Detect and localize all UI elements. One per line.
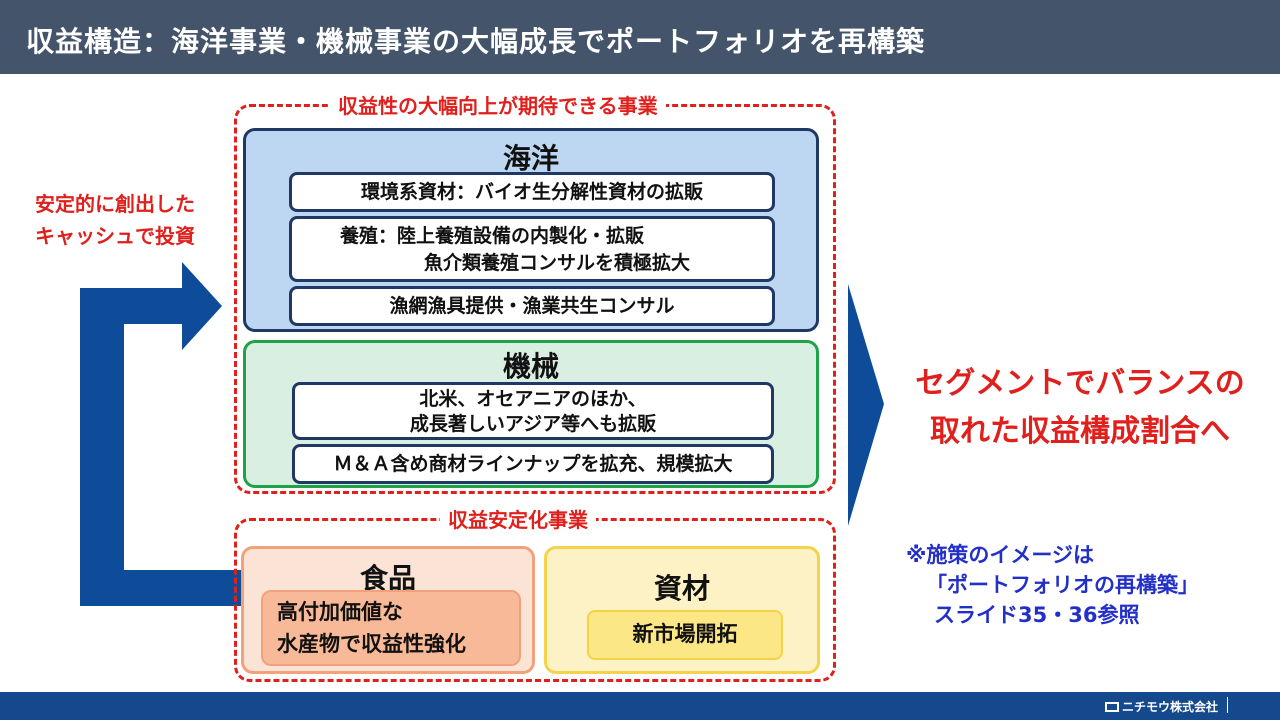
loop-arrow-head [182,262,222,350]
note-line3: スライド35・36参照 [934,603,1140,627]
page-title: 収益構造：海洋事業・機械事業の大幅成長でポートフォリオを再構築 [26,25,926,58]
investment-label: 安定的に創出した キャッシュで投資 [10,188,220,252]
growth-group-label: 収益性の大幅向上が期待できる事業 [330,90,666,119]
loop-arrow-bottom-bar [80,570,242,606]
stable-group-label: 収益安定化事業 [440,504,596,533]
investment-label-line1: 安定的に創出した [35,192,195,216]
result-line2: 取れた収益構成割合へ [930,414,1230,449]
footer-bar: ニチモウ株式会社 [0,692,1280,720]
marine-item-fishing-nets: 漁網漁具提供・漁業共生コンサル [289,286,775,326]
note-line2: 「ポートフォリオの再構築」 [926,573,1199,597]
food-item-line2: 水産物で収益性強化 [277,632,466,656]
food-item: 高付加価値な 水産物で収益性強化 [261,590,521,666]
note-line1: ※施策のイメージは [906,543,1094,567]
materials-item-text: 新市場開拓 [632,622,738,646]
company-name: ニチモウ株式会社 [1121,700,1218,714]
marine-item-aquaculture-line1: 養殖：陸上養殖設備の内製化・拡販 [340,225,645,247]
result-line1: セグメントでバランスの [915,366,1245,401]
marine-item-aquaculture: 養殖：陸上養殖設備の内製化・拡販 魚介類養殖コンサルを積極拡大 [289,216,775,282]
loop-arrow-vertical-bar [80,288,124,606]
machinery-item-export-line2: 成長著しいアジア等へも拡販 [409,413,657,435]
machinery-item-ma: Ｍ＆Ａ含め商材ラインナップを拡充、規模拡大 [292,444,774,484]
machinery-item-export-line1: 北米、オセアニアのほか、 [419,388,647,410]
materials-title: 資材 [653,572,710,605]
food-item-line1: 高付加価値な [277,600,403,624]
company-logo-icon [1104,702,1119,712]
machinery-item-export: 北米、オセアニアのほか、 成長著しいアジア等へも拡販 [292,382,774,440]
investment-label-line2: キャッシュで投資 [35,224,195,248]
footer-divider [1227,697,1228,713]
marine-item-env-materials-text: 環境系資材：バイオ生分解性資材の拡販 [360,181,703,203]
machinery-item-ma-text: Ｍ＆Ａ含め商材ラインナップを拡充、規模拡大 [333,453,733,475]
materials-item: 新市場開拓 [587,610,783,660]
result-arrow [848,284,884,526]
result-message: セグメントでバランスの 取れた収益構成割合へ [880,360,1280,456]
marine-item-fishing-nets-text: 漁網漁具提供・漁業共生コンサル [389,295,675,317]
machinery-title: 機械 [502,350,559,383]
marine-item-aquaculture-line2: 魚介類養殖コンサルを積極拡大 [424,252,691,274]
reference-note: ※施策のイメージは 「ポートフォリオの再構築」 スライド35・36参照 [906,540,1199,630]
food-title: 食品 [359,562,416,595]
marine-item-env-materials: 環境系資材：バイオ生分解性資材の拡販 [289,172,775,212]
marine-title: 海洋 [502,142,559,175]
header-bar: 収益構造：海洋事業・機械事業の大幅成長でポートフォリオを再構築 [0,0,1280,74]
company-logo: ニチモウ株式会社 [1104,698,1218,715]
